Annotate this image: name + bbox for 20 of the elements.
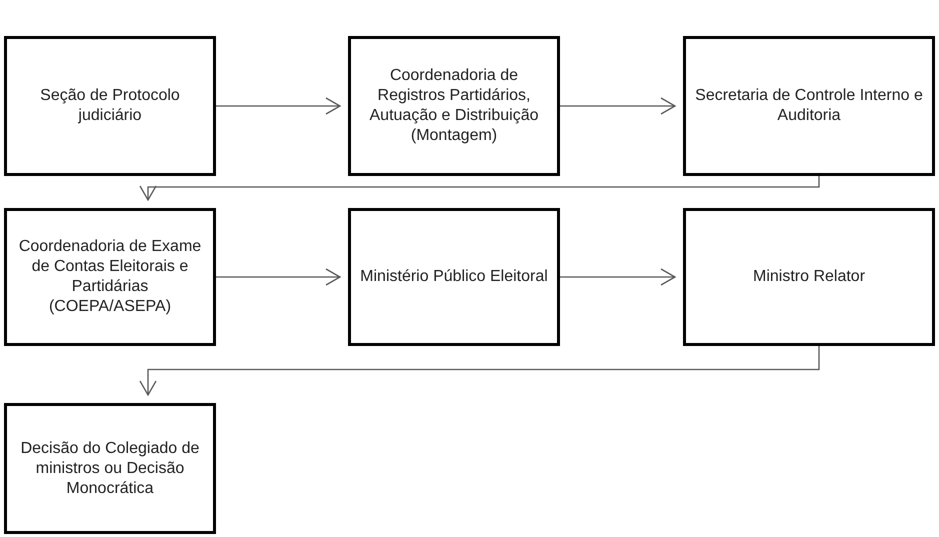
box-label: Coordenadoria de Exame de Contas Eleitorais e Partidárias (COEPA/ASEPA) [18, 237, 202, 317]
process-box [4, 403, 216, 534]
process-box [4, 208, 216, 346]
box-label: Coordenadoria de Registros Partidários, Autuação e Distribuição (Montagem) [368, 66, 540, 146]
arrow [560, 97, 676, 115]
process-box [4, 36, 216, 176]
box-label: Ministro Relator [752, 267, 866, 287]
arrow [216, 268, 341, 286]
arrow [216, 97, 341, 115]
box-label: Secretaria de Controle Interno e Auditoria [694, 86, 924, 126]
arrow [139, 346, 820, 396]
box-label: Ministério Público Eleitoral [360, 267, 548, 287]
process-box [683, 36, 935, 176]
box-label: Decisão do Colegiado de ministros ou Decisão Monocrática [20, 438, 200, 498]
box-label: Seção de Protocolo judiciário [39, 86, 181, 126]
process-box [683, 208, 935, 346]
arrow [139, 176, 820, 201]
process-box [348, 208, 560, 346]
arrow [560, 268, 676, 286]
process-box [348, 36, 560, 176]
